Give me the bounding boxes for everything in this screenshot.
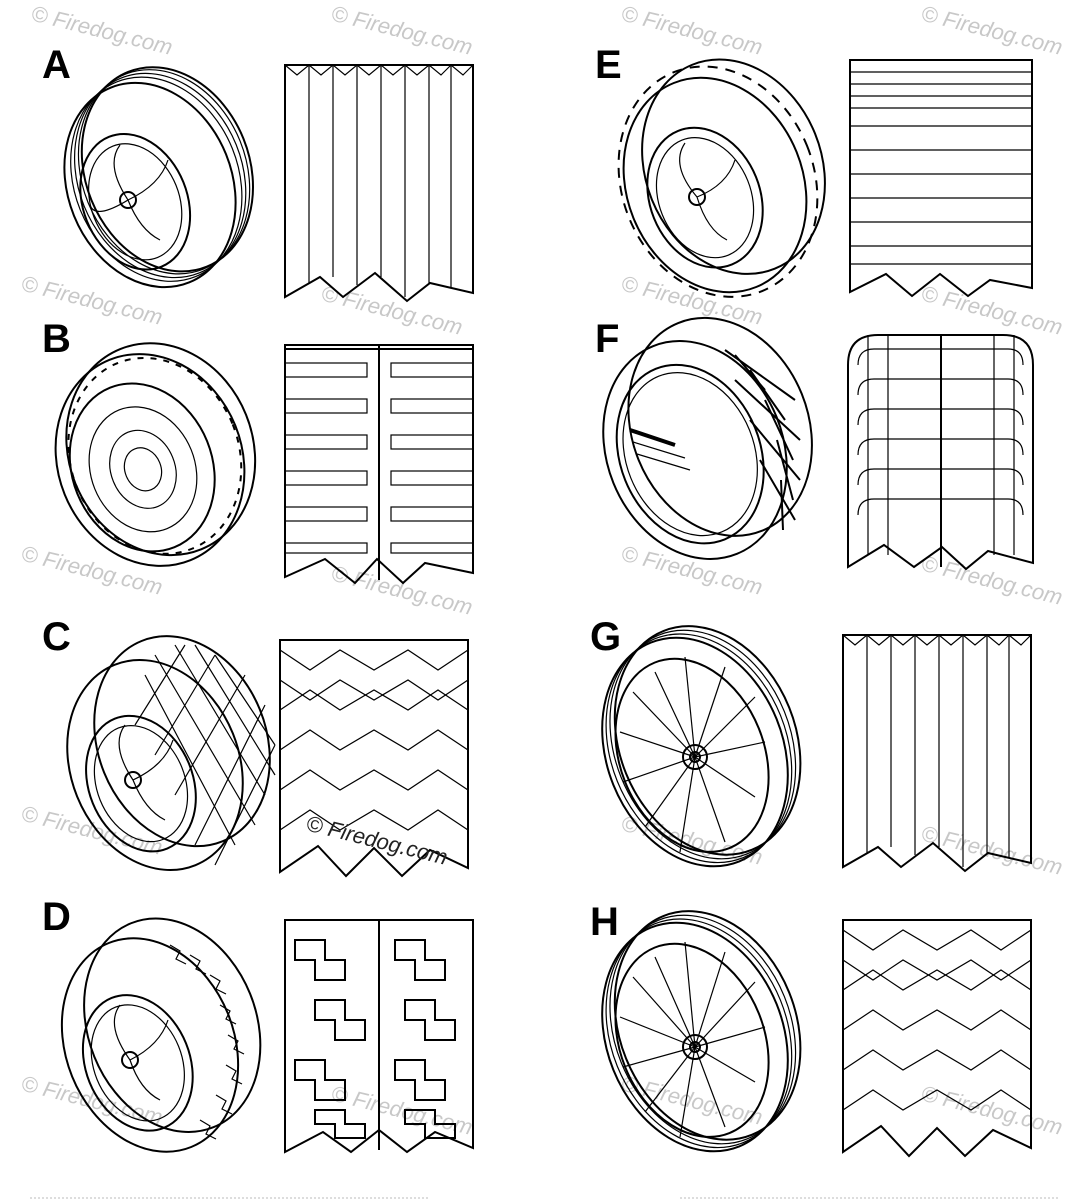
panel-g: G bbox=[590, 615, 1032, 873]
watermark-text: © Firedog.com bbox=[619, 271, 765, 330]
tread-g-icon bbox=[842, 634, 1032, 873]
panel-letter-f: F bbox=[595, 317, 619, 361]
wheel-f-icon bbox=[602, 316, 813, 560]
tread-c-icon bbox=[279, 639, 469, 878]
watermark-text: © Firedog.com bbox=[619, 541, 765, 600]
tread-d-icon bbox=[284, 919, 474, 1154]
panel-letter-h: H bbox=[590, 900, 619, 944]
wheel-b-icon bbox=[54, 342, 257, 567]
tread-a-icon bbox=[284, 64, 474, 303]
wheel-g-icon bbox=[601, 625, 802, 868]
watermark-text: © Firedog.com bbox=[329, 1, 475, 60]
watermark-text: © Firedog.com bbox=[919, 1, 1065, 60]
tread-e-icon bbox=[849, 59, 1033, 298]
tread-h-icon bbox=[842, 919, 1032, 1158]
panel-a: A bbox=[42, 43, 474, 303]
wheel-c-icon bbox=[66, 635, 276, 871]
panel-letter-a: A bbox=[42, 43, 71, 87]
panel-f: F bbox=[595, 316, 1034, 571]
panel-c: C bbox=[42, 615, 469, 878]
watermark-text: © Firedog.com bbox=[329, 1081, 475, 1140]
wheel-h-icon bbox=[601, 910, 802, 1153]
watermark-layer: © Firedog.com © Firedog.com © Firedog.com ©… bbox=[19, 1, 1065, 1140]
panel-letter-c: C bbox=[42, 615, 71, 659]
panel-h: H bbox=[590, 900, 1032, 1158]
watermark-text: © Firedog.com bbox=[19, 271, 165, 330]
tread-b-icon bbox=[284, 344, 474, 585]
watermark-text: © Firedog.com bbox=[619, 1071, 765, 1130]
panel-b: B bbox=[42, 317, 474, 585]
panel-letter-g: G bbox=[590, 615, 621, 659]
wheel-a-icon bbox=[63, 66, 255, 289]
watermark-text: © Firedog.com bbox=[619, 1, 765, 60]
watermark-text: © Firedog.com bbox=[919, 281, 1065, 340]
panel-e: E bbox=[595, 43, 1033, 298]
panel-letter-b: B bbox=[42, 317, 71, 361]
watermark-text: © Firedog.com bbox=[304, 811, 450, 870]
watermark-text: © Firedog.com bbox=[319, 281, 465, 340]
panel-letter-d: D bbox=[42, 895, 71, 939]
panel-letter-e: E bbox=[595, 43, 622, 87]
wheel-d-icon bbox=[60, 917, 262, 1153]
tread-f-icon bbox=[847, 334, 1034, 571]
wheel-e-icon bbox=[617, 58, 826, 298]
panel-d: D bbox=[42, 895, 474, 1154]
